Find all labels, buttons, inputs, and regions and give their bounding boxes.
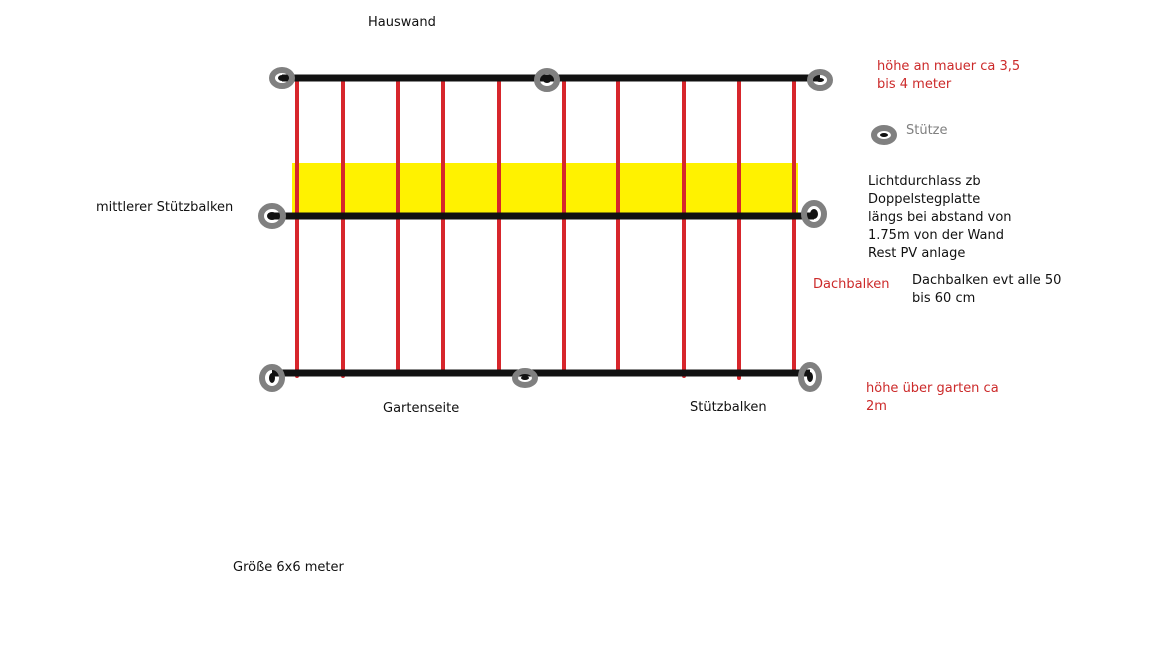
label-dachbalken: Dachbalken (813, 277, 890, 292)
post-circle-icon (798, 362, 822, 392)
note-hoehe-garten: höhe über garten ca 2m (866, 380, 999, 416)
post-center (807, 372, 813, 382)
post-center (269, 373, 275, 383)
posts (258, 67, 897, 392)
note-hoehe-garten-line-2: 2m (866, 399, 887, 414)
note-hoehe-mauer-line-1: höhe an mauer ca 3,5 (877, 59, 1021, 74)
post-circle-icon (512, 368, 538, 388)
note-hoehe-mauer: höhe an mauer ca 3,5 bis 4 meter (877, 58, 1020, 94)
note-licht-line-1: Lichtdurchlass zb (868, 174, 981, 189)
post-center (521, 376, 529, 380)
post-circle-icon (871, 125, 897, 145)
post-center (810, 209, 818, 219)
note-licht-line-2: Doppelstegplatte (868, 192, 981, 207)
post-circle-icon (259, 364, 285, 392)
note-licht-line-5: Rest PV anlage (868, 246, 966, 261)
beams (272, 74, 820, 377)
note-licht-line-3: längs bei abstand von (868, 210, 1012, 225)
rafters (295, 76, 796, 380)
post-circle-icon (534, 68, 560, 92)
post-center (543, 77, 551, 83)
post-center (880, 133, 888, 137)
note-dach-line-2: bis 60 cm (912, 291, 976, 306)
note-lichtdurchlass: Lichtdurchlass zb Doppelstegplatte längs… (868, 173, 1012, 263)
label-stuetzbalken: Stützbalken (690, 400, 767, 415)
label-hauswand: Hauswand (368, 15, 436, 30)
post-center (267, 212, 277, 220)
note-dachbalken-abstand: Dachbalken evt alle 50 bis 60 cm (912, 272, 1061, 308)
note-hoehe-garten-line-1: höhe über garten ca (866, 381, 999, 396)
label-gartenseite: Gartenseite (383, 401, 460, 416)
post-center (278, 75, 286, 81)
label-groesse: Größe 6x6 meter (233, 560, 344, 575)
post-center (816, 78, 824, 82)
note-licht-line-4: 1.75m von der Wand (868, 228, 1004, 243)
note-dach-line-1: Dachbalken evt alle 50 (912, 273, 1062, 288)
post-circle-icon (807, 69, 833, 91)
post-circle-icon (801, 200, 827, 228)
legend-stuetze: Stütze (906, 123, 948, 138)
post-circle-icon (258, 203, 286, 229)
skylight-band (292, 163, 798, 213)
note-hoehe-mauer-line-2: bis 4 meter (877, 77, 952, 92)
label-mittlerer-stuetzbalken: mittlerer Stützbalken (96, 200, 234, 215)
post-centers (267, 75, 888, 383)
post-circle-icon (269, 67, 295, 89)
